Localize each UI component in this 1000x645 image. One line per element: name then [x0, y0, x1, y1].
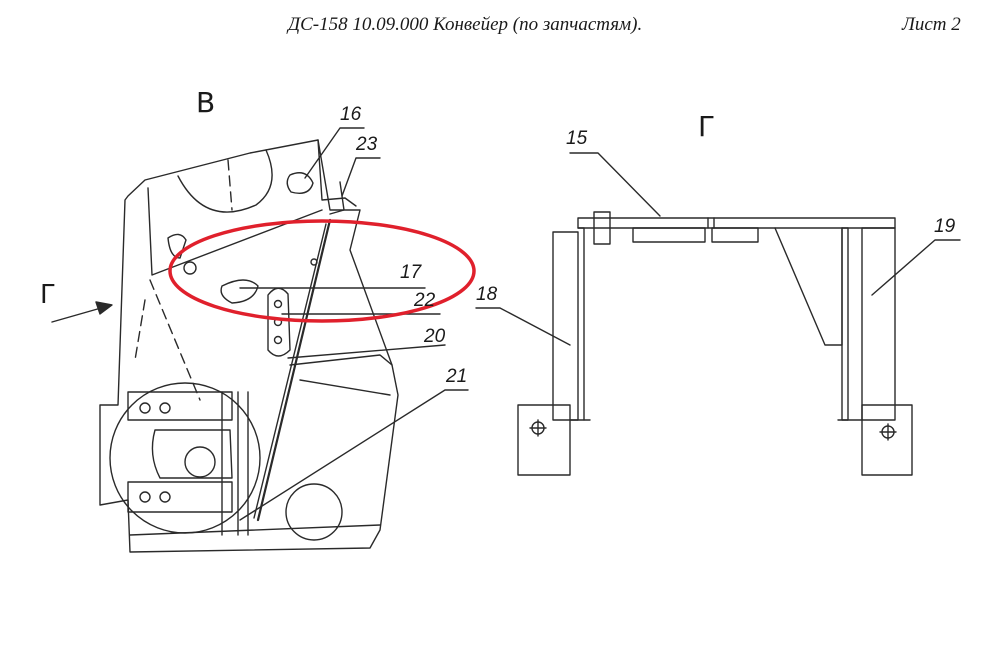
callout-23: 23 — [356, 134, 378, 155]
view-g-assembly — [475, 152, 961, 476]
callout-16: 16 — [340, 104, 362, 125]
foot-right — [861, 404, 913, 476]
arrow-head-icon — [95, 301, 113, 315]
bolt-a — [139, 402, 151, 414]
leader-21 — [239, 389, 469, 521]
leader-18 — [475, 307, 571, 346]
callout-21: 21 — [446, 366, 468, 387]
bolt-upper — [183, 261, 197, 275]
frame-vertical — [221, 391, 249, 536]
arrow-letter-g: Г — [40, 280, 56, 310]
callout-18: 18 — [476, 284, 498, 305]
slot-bolt-1 — [273, 299, 283, 309]
callout-15: 15 — [566, 128, 588, 149]
slotted-plate-22 — [267, 287, 291, 357]
bolt-upper-2 — [310, 258, 318, 266]
bottom-roller — [285, 483, 343, 541]
leg-18-inner — [577, 227, 585, 421]
dash-diag — [134, 299, 146, 361]
foot-right-cross — [879, 423, 897, 441]
callout-17: 17 — [400, 262, 422, 283]
leader-20 — [287, 344, 446, 359]
sheet-title: ДС-158 10.09.000 Конвейер (по запчастям)… — [288, 14, 643, 35]
foot-left-cross — [529, 419, 547, 437]
view-arrow-g — [51, 301, 113, 323]
leader-16 — [304, 127, 365, 179]
view-letter-v: В — [196, 86, 216, 119]
belt-line-2 — [253, 223, 327, 519]
leader-19 — [871, 239, 961, 296]
callout-20: 20 — [424, 326, 446, 347]
dash-axis-2 — [227, 159, 233, 211]
view-v-assembly — [99, 127, 469, 553]
bolt-c — [139, 491, 151, 503]
bearing-block-upper — [127, 391, 233, 421]
callout-22: 22 — [414, 290, 436, 311]
belt-line — [256, 218, 332, 522]
panel-20-b — [299, 379, 391, 396]
leader-15 — [569, 152, 661, 217]
leg-19-outer — [861, 227, 896, 421]
housing-outline — [99, 139, 399, 553]
leg-19 — [841, 227, 849, 421]
bolt-b — [159, 402, 171, 414]
plate-joint — [707, 217, 715, 229]
tension-plate — [151, 429, 233, 479]
bracket-23 — [329, 181, 345, 215]
top-flange — [317, 139, 357, 207]
pad-left — [632, 227, 706, 243]
leg-18 — [552, 231, 579, 421]
bolt-d — [159, 491, 171, 503]
sheet-number: Лист 2 — [902, 14, 961, 35]
bearing-block-lower — [127, 481, 233, 513]
dash-axis-1 — [149, 279, 201, 401]
shaft-circle — [184, 446, 216, 478]
leader-23 — [341, 157, 381, 197]
hole-17 — [220, 279, 259, 304]
slot-bolt-3 — [273, 335, 283, 345]
roller-band — [129, 524, 381, 536]
view-letter-g: Г — [698, 110, 716, 143]
pad-right — [711, 227, 759, 243]
callout-19: 19 — [934, 216, 956, 237]
panel-20 — [289, 354, 393, 366]
plate-bolt — [593, 211, 611, 245]
gusset — [774, 227, 843, 346]
inner-panel-upper — [147, 187, 323, 276]
foot-left — [517, 404, 571, 476]
hole-16 — [286, 172, 314, 195]
inner-curve — [177, 149, 273, 213]
top-plate-15 — [577, 217, 896, 229]
highlight-ellipse-17 — [168, 219, 476, 323]
